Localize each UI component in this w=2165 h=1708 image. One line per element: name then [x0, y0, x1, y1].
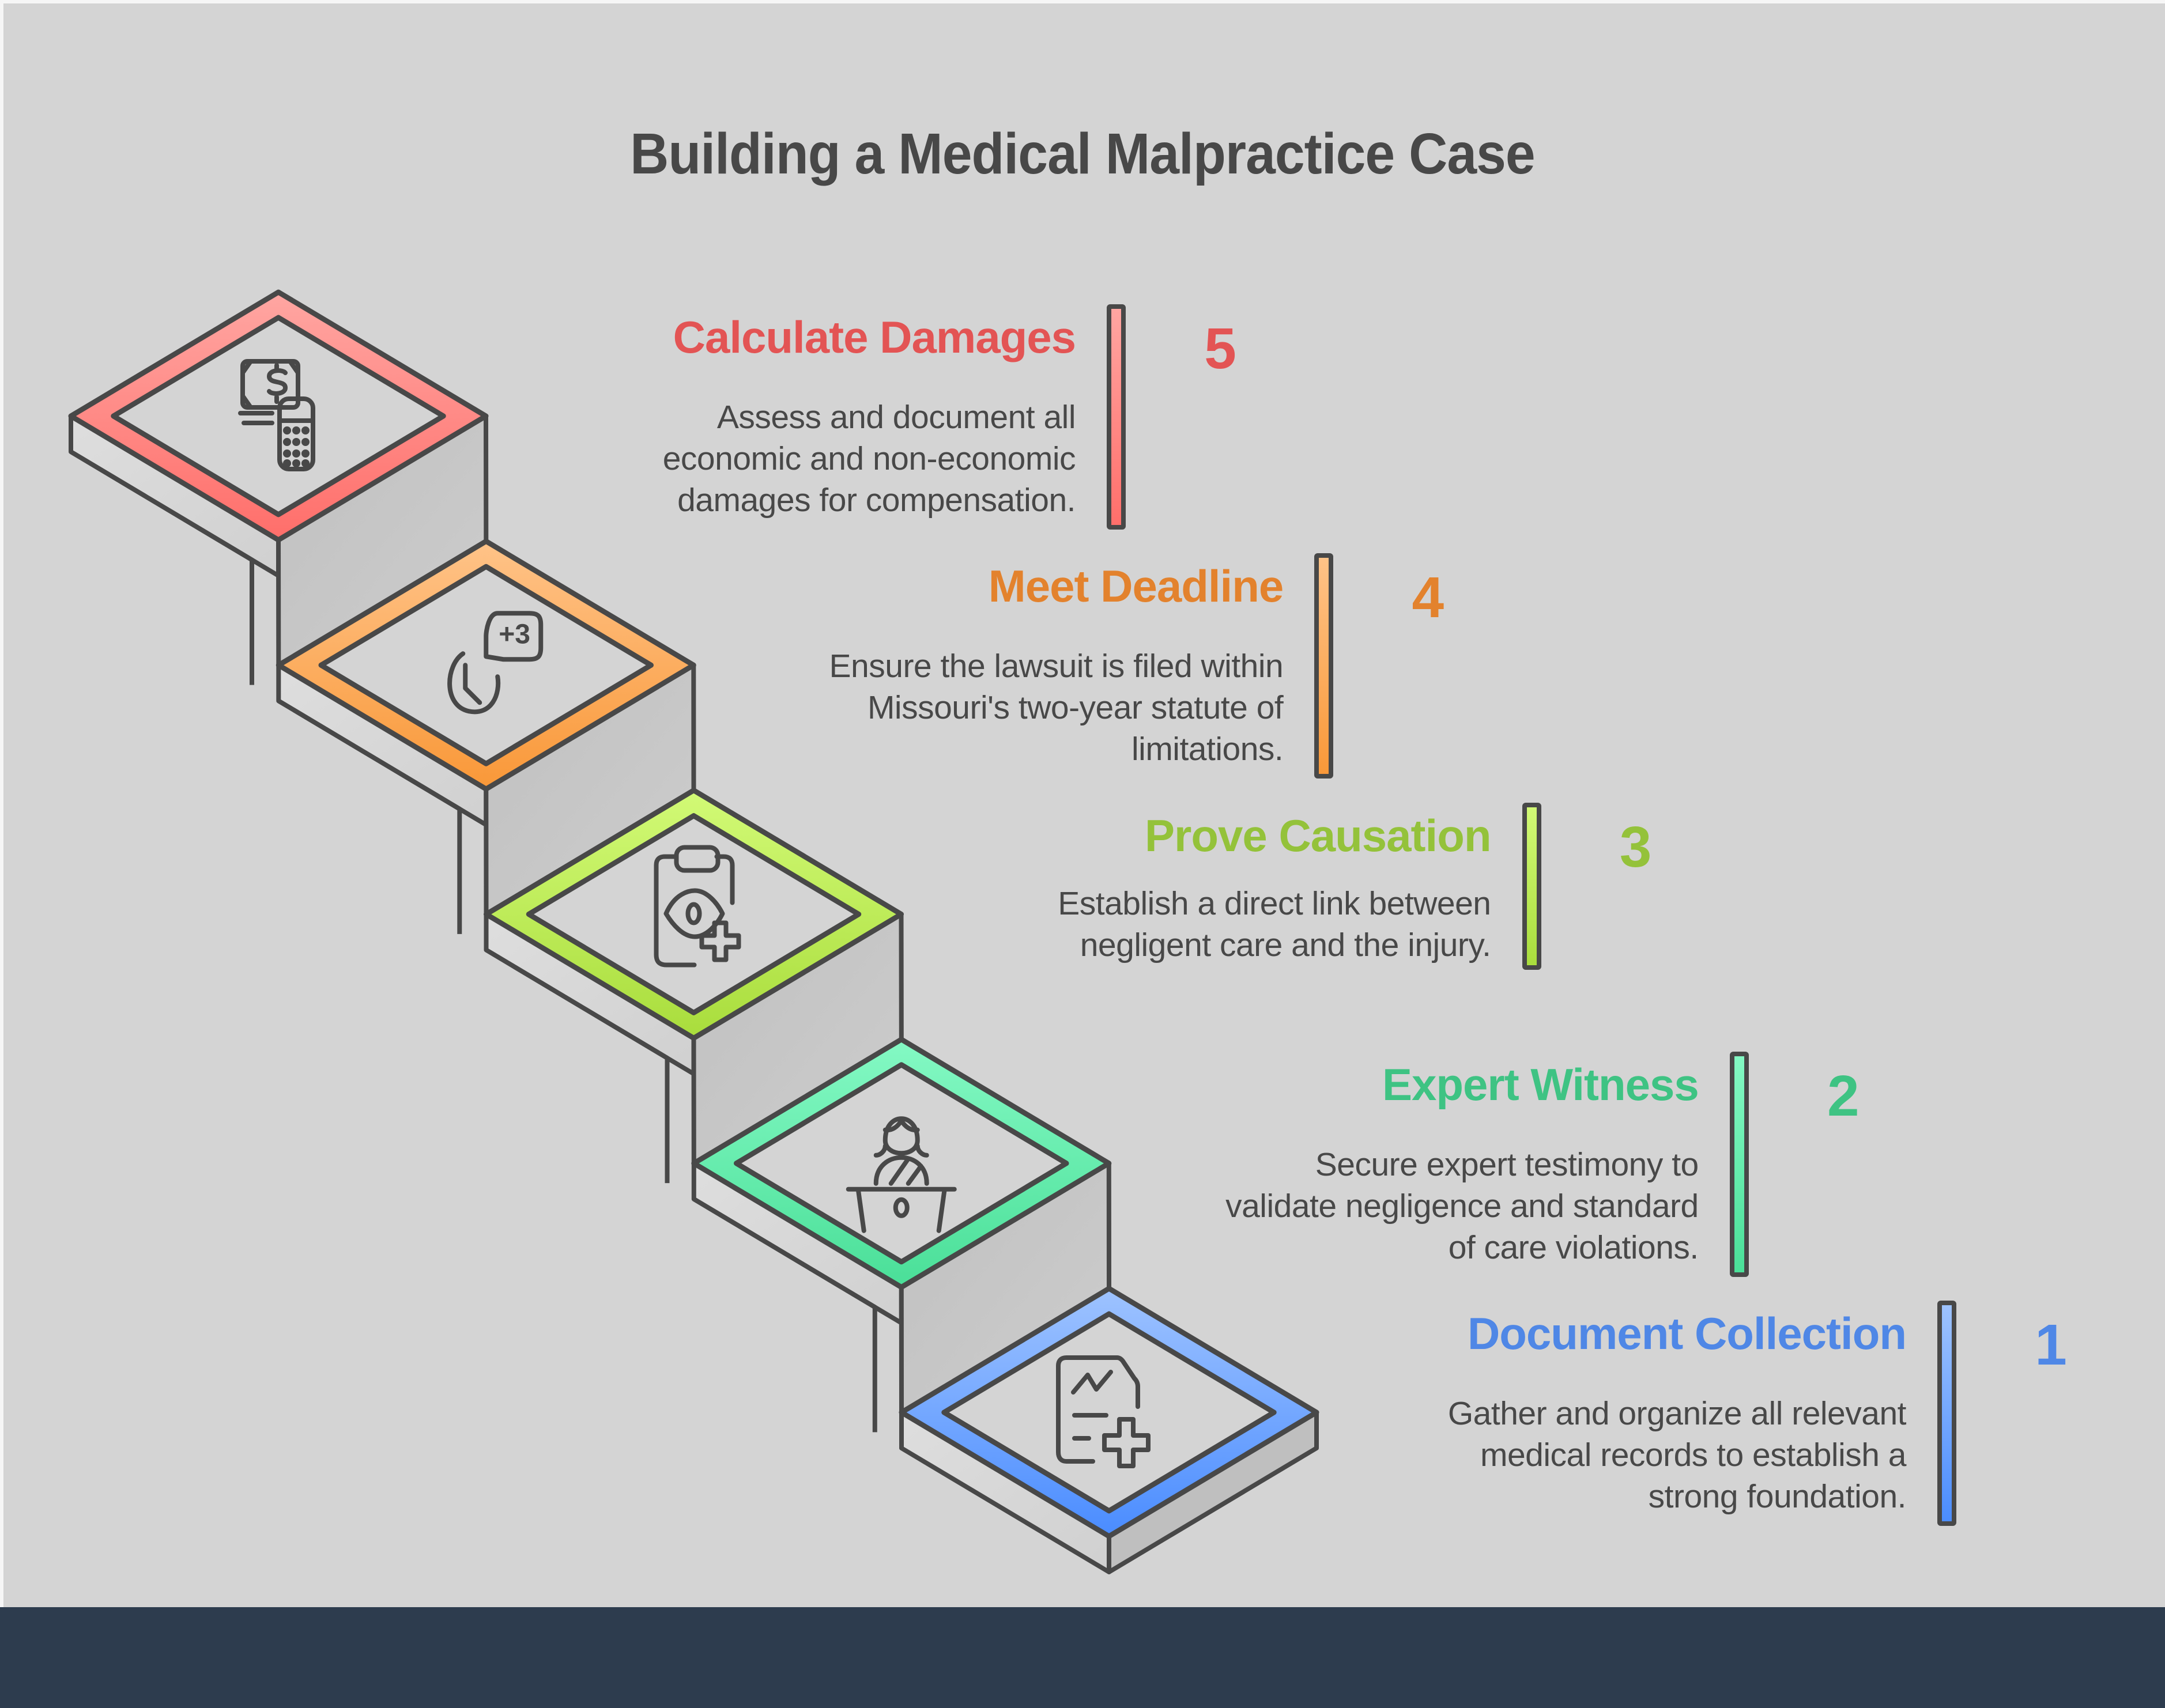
- step-number: 4: [1412, 565, 1444, 630]
- step-title: Meet Deadline: [988, 561, 1284, 612]
- step-number: 1: [2035, 1313, 2067, 1377]
- clipboard-eye-medical-icon: [654, 845, 741, 968]
- step-number: 2: [1827, 1063, 1860, 1128]
- step-accent-bar: [1314, 553, 1334, 779]
- step-accent-bar: [1729, 1051, 1749, 1277]
- footer-bar: [0, 1607, 2165, 1708]
- clock-plus-three-icon: +3: [447, 611, 544, 715]
- step-description: Ensure the lawsuit is filed within Misso…: [829, 648, 1284, 768]
- step-title: Expert Witness: [1382, 1059, 1699, 1110]
- step-accent-bar: [1107, 304, 1126, 530]
- step-number: 5: [1204, 316, 1236, 381]
- page-title: Building a Medical Malpractice Case: [630, 122, 1536, 186]
- svg-text:+3: +3: [499, 619, 530, 649]
- step-number: 3: [1619, 814, 1652, 879]
- stair-outer-wall: [277, 698, 462, 934]
- step-title: Document Collection: [1467, 1308, 1907, 1359]
- stair-outer-wall: [485, 948, 670, 1184]
- step-accent-bar: [1937, 1301, 1956, 1526]
- step-5-block: [68, 289, 489, 668]
- step-platform-inner: [318, 564, 654, 766]
- step-description: Assess and document all economic and non…: [662, 399, 1076, 519]
- step-4-block: +3: [276, 538, 696, 917]
- step-2-block: [691, 1037, 1112, 1415]
- step-3-block: [484, 788, 904, 1166]
- step-title: Prove Causation: [1144, 810, 1492, 861]
- witness-podium-icon: [846, 1116, 957, 1233]
- step-platform-inner: [734, 1062, 1069, 1265]
- step-1-block: [899, 1286, 1319, 1574]
- stair-outer-wall: [69, 449, 254, 685]
- money-calculator-icon: [238, 359, 315, 471]
- medical-document-icon: [1056, 1355, 1151, 1468]
- step-platform-inner: [941, 1311, 1277, 1514]
- step-accent-bar: [1522, 802, 1541, 970]
- stair-outer-wall: [692, 1197, 877, 1433]
- step-description: Establish a direct link between negligen…: [1058, 885, 1491, 963]
- step-platform-inner: [526, 813, 862, 1015]
- step-title: Calculate Damages: [673, 312, 1076, 362]
- step-description: Gather and organize all relevant medical…: [1447, 1395, 1907, 1515]
- step-description: Secure expert testimony to validate negl…: [1225, 1146, 1699, 1266]
